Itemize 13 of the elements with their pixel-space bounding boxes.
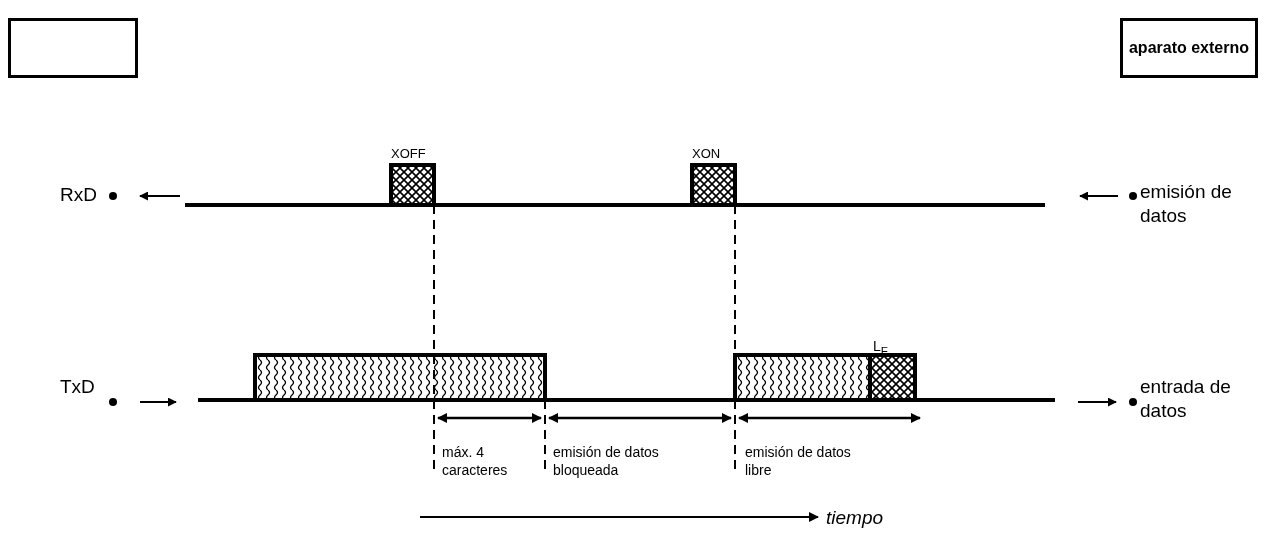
line-description: emisión de datos: [1140, 180, 1233, 228]
line-label: RxD: [60, 183, 97, 207]
line-description: entrada de datos: [1140, 375, 1232, 423]
signal-label: XOFF: [391, 146, 426, 163]
interval-label: emisión de datos bloqueada: [553, 444, 660, 479]
device-label: aparato externo: [1128, 39, 1249, 57]
interval-label: emisión de datos libre: [745, 444, 852, 479]
device-box: [1120, 18, 1258, 78]
signal-label: XON: [692, 146, 721, 163]
axis-label: tiempo: [826, 506, 884, 530]
line-label: TxD: [60, 375, 95, 399]
interval-label: máx. 4 caracteres: [442, 444, 509, 479]
device-box: [8, 18, 138, 78]
